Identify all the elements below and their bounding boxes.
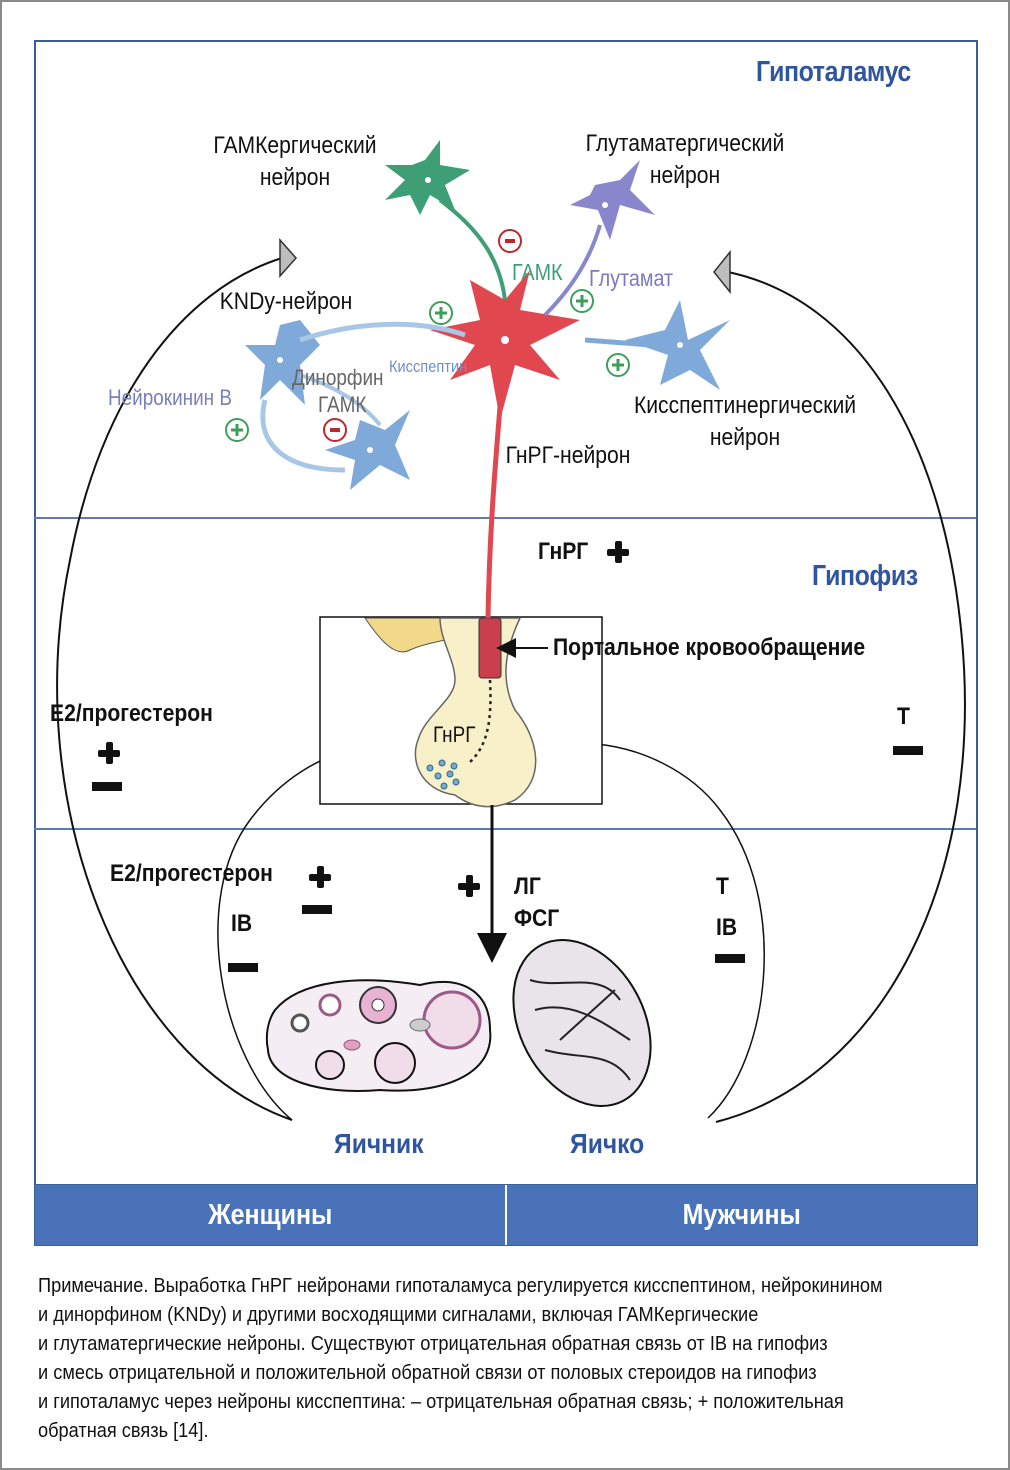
note-line: и гипоталамус через нейроны кисспептина:… [38,1391,844,1413]
dynorphin-minus-icon [323,418,347,442]
gaba-neuron [385,140,507,301]
testis-label: Яичко [570,1128,645,1159]
female-inner-feedback-arc [217,747,361,1121]
dynorphin-label: Динорфин [292,365,384,390]
kisspeptinergic-neuron-label-line1: Кисспептинергический [633,392,857,419]
gnrh-granules [426,759,460,790]
note-line: Примечание. Выработка ГнРГ нейронами гип… [38,1275,883,1297]
glutamate-neuron-label: Глутаматергический нейрон [575,128,795,192]
glutamate-plus-icon [570,289,594,313]
female-outer-arrowhead-icon [279,238,298,278]
gnrh-neuron-label: ГнРГ-нейрон [505,442,631,469]
footer-separator [505,1185,507,1245]
male-inner-feedback-arc [595,743,765,1119]
female-inhibin-label: IB [231,910,253,937]
footer-women-label: Женщины [207,1198,333,1231]
kisspeptinergic-plus-icon [606,353,630,377]
lh-fsh-plus-icon [458,875,480,897]
region-label-pituitary: Гипофиз [812,560,918,592]
female-outer-plus-icon [98,742,120,764]
female-outer-feedback-arc [56,257,293,1121]
kndy-kisspeptin-plus-icon [429,301,453,325]
female-inhibin-minus-icon [228,963,258,972]
gnrh-top-label: ГнРГ [538,538,589,565]
female-inner-minus-icon [302,905,332,914]
male-inhibin-label: IB [716,914,738,941]
pituitary-gonad-divider [34,828,976,830]
gaba-inhibit-icon [498,229,522,253]
gaba-signal-label: ГАМК [512,259,563,285]
sex-footer-bar: Женщины Мужчины [34,1184,978,1246]
female-outer-feedback-label: E2/прогестерон [50,700,213,727]
kndy-neuron-2 [260,373,410,490]
lh-label: ЛГ [514,873,541,900]
female-inner-feedback-label: E2/прогестерон [110,860,273,887]
figure-note: Примечание. Выработка ГнРГ нейронами гип… [38,1272,893,1446]
hypothalamus-pituitary-divider [34,517,976,519]
portal-vessel [478,617,502,679]
ovary-illustration [265,979,492,1092]
kisspeptin-signal-label: Кисспептин [389,357,468,376]
gnrh-plus-icon [607,541,629,563]
kndy-neuron-label: KNDy-нейрон [219,288,353,315]
dynorphin-gaba-label: ГАМК [318,392,367,417]
glutamate-signal-label: Глутамат [589,265,674,291]
male-outer-minus-icon [893,746,923,755]
male-outer-feedback-label: Т [897,703,910,730]
kisspeptinergic-neuron [584,300,730,390]
neurokinin-plus-icon [225,418,249,442]
kndy-neuron-1 [245,320,466,405]
male-outer-arrowhead-icon [713,249,731,295]
male-outer-feedback-arc [715,271,966,1123]
testis-illustration [512,939,652,1107]
gaba-neuron-label: ГАМКергический нейрон [203,130,388,194]
footer-men-cell: Мужчины [507,1185,977,1245]
female-inner-plus-icon [309,866,331,888]
kisspeptinergic-neuron-label-line2: нейрон [709,424,781,451]
diagram-graphics [56,140,966,1123]
region-label-hypothalamus: Гипоталамус [756,56,911,88]
note-line: обратная связь [14]. [38,1420,209,1442]
kisspeptinergic-neuron-label: Кисспептинергический нейрон [626,390,864,454]
gnrh-path-dotted [469,679,492,763]
ovary-label: Яичник [334,1128,424,1159]
note-line: и динорфином (KNDy) и другими восходящим… [38,1304,759,1326]
pituitary-gland-shape [414,617,537,808]
glutamate-neuron-label-line1: Глутаматергический [585,130,785,157]
note-line: и глутаматергические нейроны. Существуют… [38,1333,828,1355]
glutamate-neuron-label-line2: нейрон [649,162,721,189]
female-outer-minus-icon [92,782,122,791]
neurokinin-b-label: Нейрокинин В [108,385,232,410]
footer-women-cell: Женщины [35,1185,505,1245]
gaba-neuron-label-line2: нейрон [259,164,331,191]
gaba-neuron-label-line1: ГАМКергический [213,132,377,159]
gnrh-inner-label: ГнРГ [433,722,476,747]
portal-circulation-label: Портальное кровообращение [553,634,866,661]
fsh-label: ФСГ [514,905,560,932]
male-inner-t-label: Т [716,873,729,900]
glutamate-neuron [543,160,655,317]
male-inhibin-minus-icon [715,954,745,963]
note-line: и смесь отрицательной и положительной об… [38,1362,817,1384]
diagram-frame [34,40,978,1186]
gnrh-neuron [430,270,580,420]
footer-men-label: Мужчины [682,1198,802,1231]
